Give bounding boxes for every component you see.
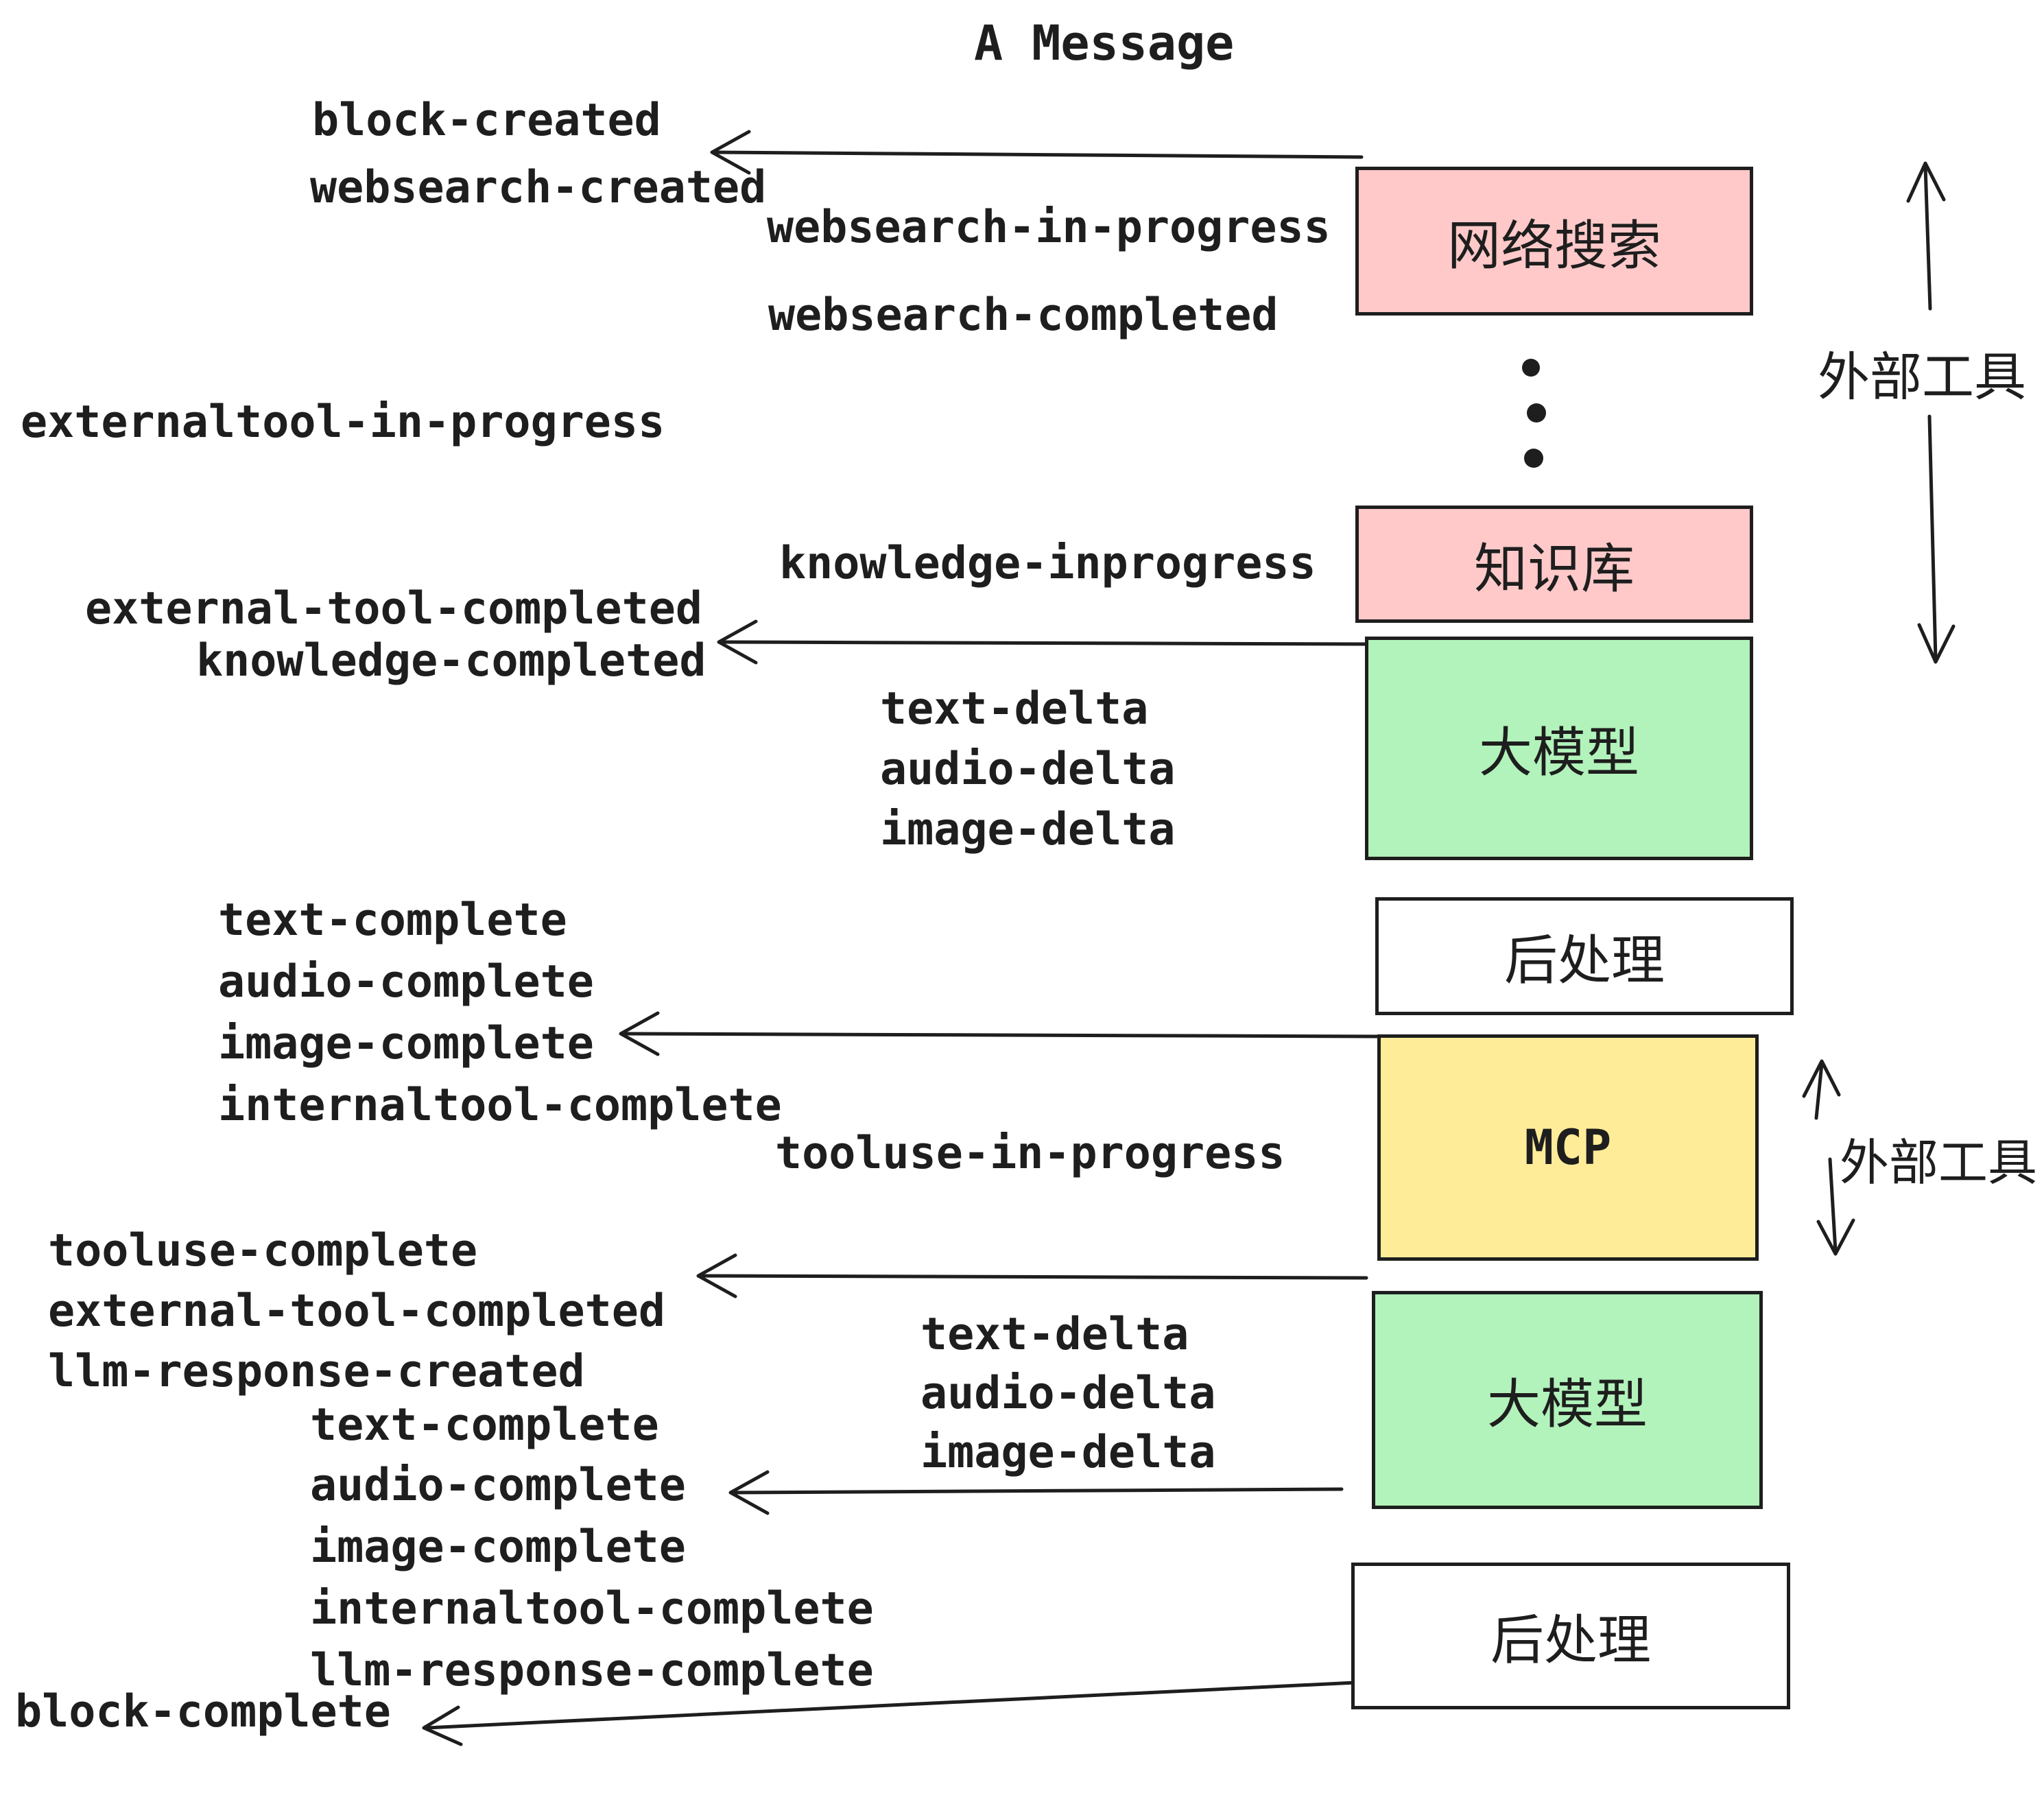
- event-tooluse-in-progress: tooluse-in-progress: [775, 1128, 1285, 1179]
- event-audio-complete-1: audio-complete: [218, 956, 594, 1008]
- event-image-complete-2: image-complete: [310, 1521, 686, 1573]
- event-audio-delta-1: audio-delta: [880, 744, 1176, 795]
- box-mcp-label: MCP: [1524, 1119, 1612, 1176]
- box-postprocess-top: 后处理: [1375, 897, 1794, 1015]
- box-llm-top: 大模型: [1365, 637, 1753, 860]
- box-postprocess-bottom-label: 后处理: [1490, 1610, 1651, 1672]
- event-internaltool-complete-1: internaltool-complete: [218, 1080, 782, 1131]
- external-tools-mcp-label: 外部工具: [1840, 1134, 2038, 1191]
- box-llm-bottom: 大模型: [1372, 1291, 1763, 1509]
- event-block-created: block-created: [312, 95, 661, 146]
- arrow-to-knowledge-completed: [717, 619, 1368, 665]
- box-llm-top-label: 大模型: [1478, 722, 1639, 784]
- event-external-tool-completed-2: external-tool-completed: [48, 1285, 666, 1337]
- ellipsis-dots: [1522, 359, 1546, 468]
- arrow-to-tooluse-complete: [696, 1253, 1368, 1298]
- arrow-to-block-created: [710, 130, 1364, 175]
- event-image-delta-2: image-delta: [920, 1427, 1216, 1478]
- event-audio-delta-2: audio-delta: [920, 1368, 1216, 1419]
- box-llm-bottom-label: 大模型: [1486, 1374, 1648, 1436]
- event-knowledge-inprogress: knowledge-inprogress: [779, 538, 1316, 589]
- event-image-complete-1: image-complete: [218, 1018, 594, 1069]
- event-image-delta-1: image-delta: [880, 804, 1176, 855]
- event-block-complete: block-complete: [15, 1686, 391, 1737]
- event-text-delta-1: text-delta: [880, 683, 1149, 735]
- event-external-tool-completed-1: external-tool-completed: [85, 583, 703, 634]
- box-knowledge-label: 知识库: [1473, 538, 1635, 600]
- external-tools-mcp-arrows: [1802, 1059, 1855, 1256]
- box-knowledge: 知识库: [1355, 506, 1753, 623]
- event-internaltool-complete-2: internaltool-complete: [310, 1583, 874, 1635]
- external-tools-top-label: 外部工具: [1818, 346, 2026, 407]
- event-externaltool-in-progress: externaltool-in-progress: [21, 396, 665, 448]
- event-websearch-created: websearch-created: [310, 162, 767, 213]
- event-text-complete-1: text-complete: [218, 894, 567, 946]
- arrow-to-audio-complete: [728, 1470, 1344, 1515]
- box-postprocess-top-label: 后处理: [1504, 930, 1665, 992]
- event-audio-complete-2: audio-complete: [310, 1460, 686, 1511]
- box-mcp: MCP: [1377, 1034, 1759, 1261]
- external-tools-top-arrows: [1906, 161, 1956, 664]
- event-text-complete-2: text-complete: [310, 1399, 659, 1451]
- box-websearch-label: 网络搜索: [1447, 215, 1661, 277]
- event-websearch-in-progress: websearch-in-progress: [767, 202, 1331, 253]
- diagram-title: A Message: [974, 15, 1235, 71]
- event-llm-response-complete: llm-response-complete: [310, 1645, 874, 1696]
- event-llm-response-created: llm-response-created: [48, 1346, 585, 1397]
- event-websearch-completed: websearch-completed: [768, 289, 1279, 341]
- box-postprocess-bottom: 后处理: [1351, 1563, 1790, 1709]
- event-knowledge-completed: knowledge-completed: [196, 635, 706, 687]
- arrow-to-image-complete: [619, 1011, 1379, 1056]
- arrow-to-block-complete: [422, 1681, 1357, 1746]
- event-text-delta-2: text-delta: [920, 1309, 1189, 1360]
- box-websearch: 网络搜索: [1355, 167, 1753, 316]
- event-tooluse-complete: tooluse-complete: [48, 1225, 478, 1277]
